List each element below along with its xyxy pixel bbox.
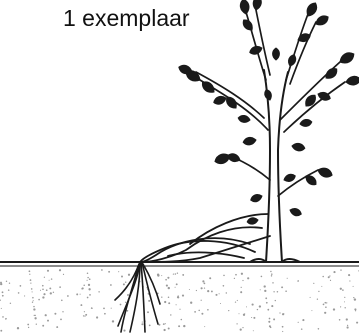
leaf (239, 0, 250, 15)
leaf (287, 54, 298, 68)
leaf (263, 89, 273, 101)
leaf (238, 115, 251, 124)
leaf (291, 142, 305, 152)
soil (0, 262, 359, 334)
leaf (323, 66, 339, 81)
leaf (289, 207, 303, 218)
leaf (317, 166, 334, 179)
leaf (227, 152, 242, 163)
leaf (273, 48, 280, 60)
leaf (283, 173, 297, 184)
leaf (249, 45, 264, 56)
leaf (317, 91, 332, 102)
trunk (250, 70, 300, 262)
leaf (243, 136, 257, 146)
leaf (252, 0, 262, 11)
leaf (304, 173, 319, 187)
leaf (247, 217, 259, 225)
leaf (314, 14, 330, 28)
leaf (345, 75, 359, 86)
leaf (250, 193, 264, 204)
leaf (299, 119, 312, 128)
leaf (338, 50, 356, 66)
